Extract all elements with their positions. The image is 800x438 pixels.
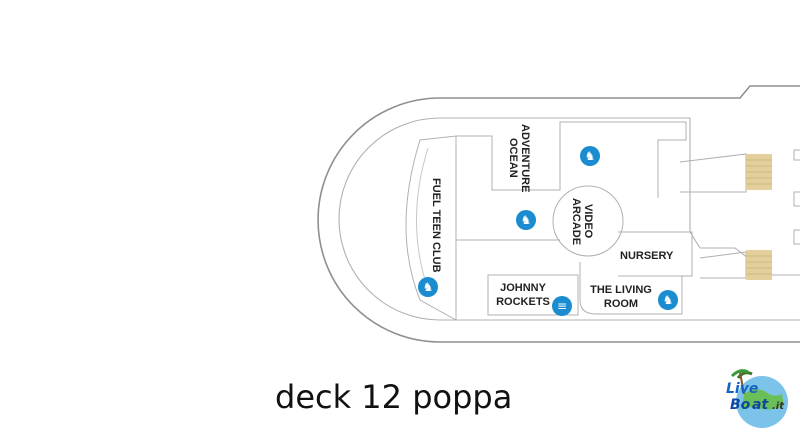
dining-icon: ≡ [552, 296, 572, 316]
family-icon: ♞ [418, 277, 438, 297]
stairs-upper [746, 154, 772, 190]
label-video-arcade: VIDEO ARCADE [570, 198, 594, 246]
stairs-lower [746, 250, 772, 280]
label-fuel-teen-club: FUEL TEEN CLUB [430, 178, 442, 273]
hull-outline [317, 85, 800, 343]
label-living-room-2: ROOM [603, 298, 639, 310]
family-icon: ♞ [658, 290, 678, 310]
label-adventure-ocean: ADVENTURE OCEAN [507, 124, 531, 193]
liveboat-logo: Live Bo at .it [722, 360, 794, 432]
label-johnny-rockets-2: ROCKETS [496, 296, 550, 308]
logo-globe-icon [730, 369, 788, 428]
logo-word-bo: Bo [730, 397, 751, 413]
deck-caption: deck 12 poppa [275, 378, 513, 416]
logo-word-live: Live [726, 381, 759, 397]
hull-inner [338, 117, 800, 321]
johnny-rockets-room [487, 274, 579, 316]
living-room [579, 262, 683, 315]
adventure-ocean-room [456, 121, 687, 198]
family-icon: ♞ [580, 146, 600, 166]
label-johnny-rockets-1: JOHNNY [500, 282, 546, 294]
fuel-teen-club-band [405, 135, 457, 321]
logo-suffix: .it [772, 401, 785, 412]
logo-word-at: at [752, 397, 769, 413]
label-living-room-1: THE LIVING [590, 284, 652, 296]
label-nursery: NURSERY [620, 250, 674, 262]
video-arcade-circle [552, 185, 624, 257]
family-icon: ♞ [516, 210, 536, 230]
